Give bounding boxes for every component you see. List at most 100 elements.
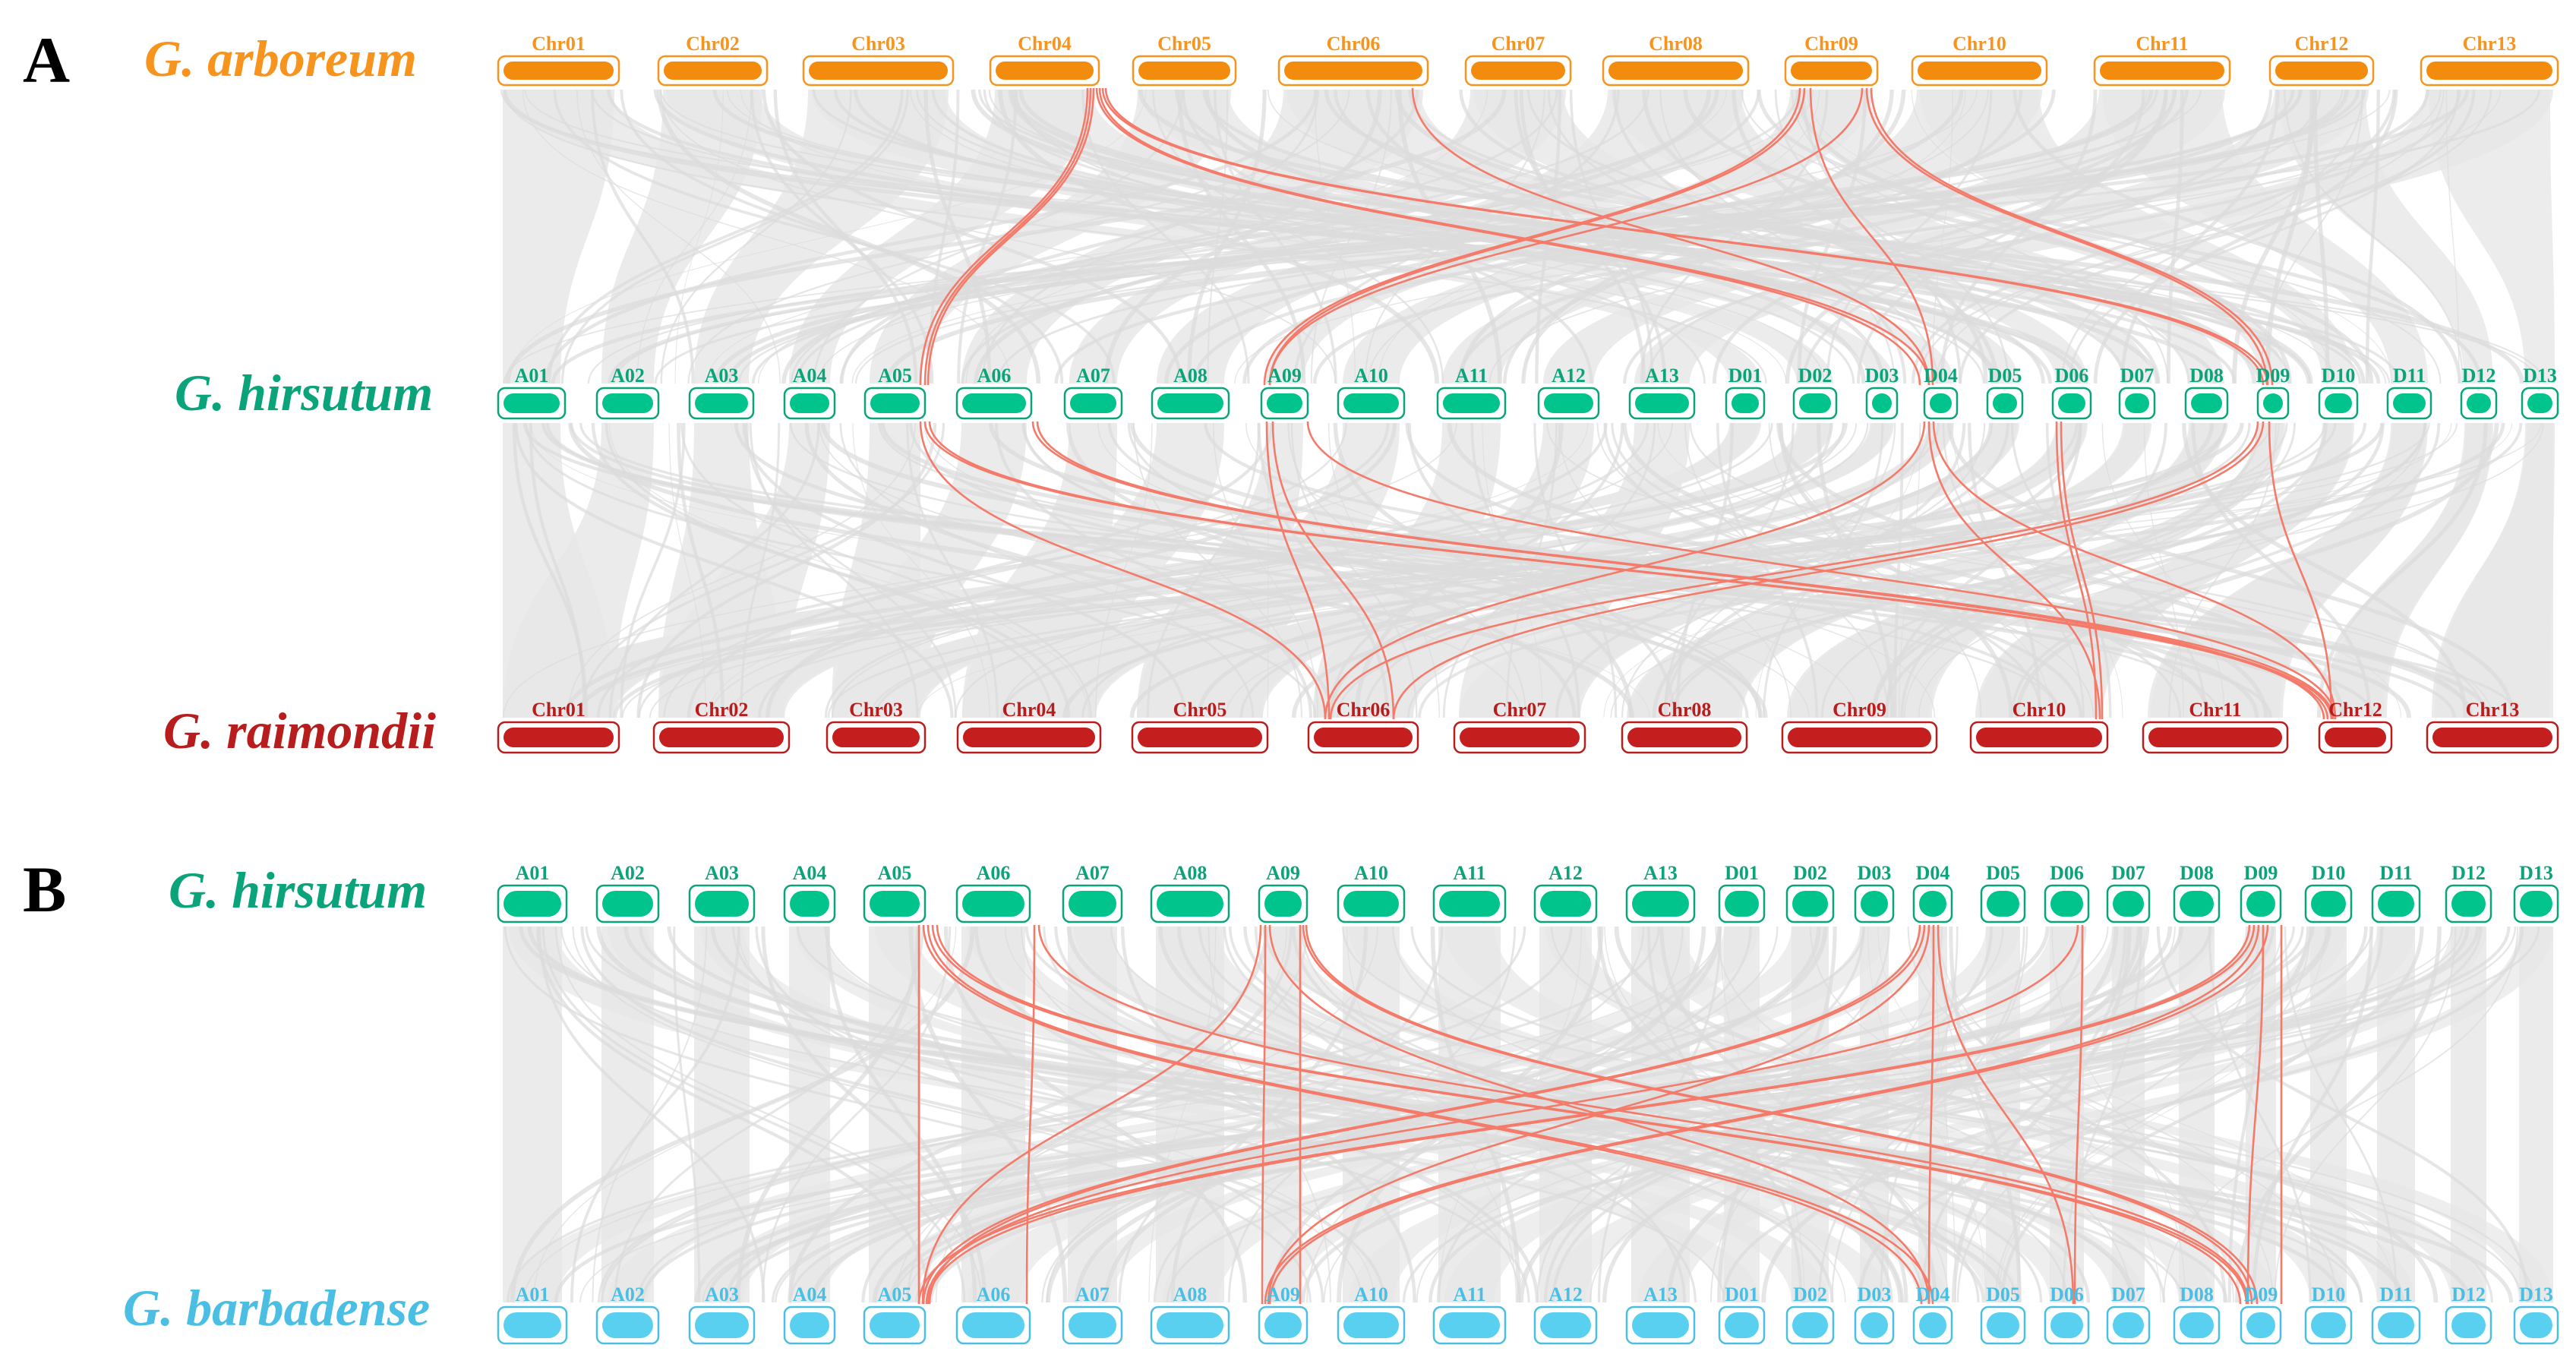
- chromosome-label: A10: [1354, 365, 1388, 387]
- chromosome-bar: [2246, 891, 2275, 917]
- synteny-line: [1597, 926, 1722, 1303]
- synteny-line: [2182, 422, 2467, 718]
- chromosome-bar: [2113, 891, 2144, 917]
- synteny-line: [522, 926, 1721, 1303]
- synteny-line: [709, 422, 1858, 718]
- highlight-links-panel-b: [917, 924, 2283, 1305]
- synteny-line: [1457, 89, 2177, 384]
- chromosome-bar: [1439, 891, 1500, 917]
- chromosome-label: D12: [2451, 862, 2486, 884]
- chromosome-bar: [1792, 1312, 1828, 1338]
- chromosome-bar: [1267, 393, 1302, 413]
- chromosome-label: D09: [2244, 1283, 2278, 1305]
- synteny-line: [1715, 926, 2132, 1303]
- chromosome-label: D10: [2312, 1283, 2346, 1305]
- chromosome-bar: [2050, 1312, 2083, 1338]
- synteny-line: [572, 926, 1363, 1303]
- chromosome-bar: [1284, 62, 1422, 80]
- chromosome-label: A12: [1548, 1283, 1583, 1305]
- synteny-line: [1623, 89, 2461, 384]
- chromosome-bar: [695, 891, 749, 917]
- synteny-line: [737, 926, 1375, 1303]
- synteny-ribbon: [1545, 927, 2486, 1302]
- chromosome-bar: [2148, 728, 2282, 747]
- synteny-line: [1213, 422, 1318, 718]
- chromosome-bar: [2451, 891, 2486, 917]
- synteny-line: [1517, 926, 2266, 1303]
- chromosome-label: A02: [611, 365, 645, 387]
- synteny-line: [1118, 926, 1444, 1303]
- synteny-line: [2163, 926, 2518, 1303]
- synteny-line: [1470, 422, 1580, 718]
- chromosome-bar: [1788, 728, 1931, 747]
- synteny-line: [730, 926, 2511, 1303]
- species-label-barbadense: G. barbadense: [123, 1279, 430, 1337]
- synteny-line: [766, 422, 1397, 718]
- synteny-line: [1968, 422, 2041, 718]
- chromosome-bar: [962, 393, 1026, 413]
- synteny-line: [1097, 422, 1859, 718]
- chromosome-label: A09: [1266, 862, 1300, 884]
- chromosome-label: D04: [1924, 365, 1958, 387]
- synteny-line: [1670, 422, 2427, 718]
- chromosome-label: A04: [793, 1283, 827, 1305]
- synteny-line: [514, 422, 954, 718]
- chromosome-label: A06: [977, 862, 1011, 884]
- synteny-line: [853, 89, 2052, 384]
- chromosome-bar: [2432, 728, 2552, 747]
- synteny-line: [758, 89, 1814, 384]
- synteny-line: [1267, 422, 1269, 718]
- chromosome-label: Chr01: [532, 33, 586, 55]
- chromosome-label: D06: [2055, 365, 2089, 387]
- synteny-line: [591, 89, 2078, 384]
- synteny-line: [605, 422, 1053, 718]
- synteny-line: [1046, 926, 1828, 1303]
- highlighted-link: [1865, 87, 2268, 386]
- synteny-line: [1657, 422, 2401, 718]
- synteny-line: [851, 89, 2148, 384]
- synteny-line: [742, 422, 1187, 718]
- chromosome-label: Chr10: [2012, 699, 2066, 721]
- highlighted-link: [1265, 421, 1331, 720]
- chromosome-bar: [962, 1312, 1024, 1338]
- synteny-line: [1290, 422, 1418, 718]
- highlighted-link: [1306, 421, 2337, 720]
- background-links-panel-a: [500, 89, 2555, 718]
- synteny-line: [507, 926, 1660, 1303]
- chromosome-label: D13: [2519, 862, 2553, 884]
- synteny-line: [735, 926, 920, 1303]
- synteny-line: [1406, 422, 2288, 718]
- synteny-line: [906, 926, 1309, 1303]
- synteny-line: [1521, 89, 1894, 384]
- chromosome-bar: [1993, 393, 2017, 413]
- chromosome-label: Chr09: [1833, 699, 1886, 721]
- chromosome-label: A13: [1643, 1283, 1678, 1305]
- chromosome-label: D03: [1858, 862, 1892, 884]
- chromosome-label: D10: [2312, 862, 2346, 884]
- chromosome-label: Chr02: [695, 699, 749, 721]
- synteny-line: [861, 926, 1721, 1303]
- chromosome-bar: [1987, 891, 2019, 917]
- synteny-line: [1166, 926, 2329, 1303]
- chromosome-bar: [1635, 393, 1689, 413]
- highlighted-link: [1025, 924, 1036, 1305]
- synteny-line: [1402, 926, 2483, 1303]
- synteny-line: [761, 926, 952, 1303]
- synteny-line: [555, 926, 983, 1303]
- chromosome-bar: [1460, 728, 1580, 747]
- synteny-line: [734, 422, 1768, 718]
- synteny-ribbon: [1349, 927, 2347, 1302]
- highlighted-link: [1411, 87, 1930, 386]
- synteny-line: [2260, 89, 2364, 384]
- synteny-line: [839, 422, 1255, 718]
- synteny-line: [1505, 422, 1558, 718]
- highlighted-link: [1324, 421, 1926, 720]
- chromosome-label: D02: [1798, 365, 1833, 387]
- chromosome-label: Chr02: [686, 33, 740, 55]
- synteny-line: [923, 89, 992, 384]
- chromosome-label: D09: [2244, 862, 2278, 884]
- chromosome-label: Chr01: [532, 699, 586, 721]
